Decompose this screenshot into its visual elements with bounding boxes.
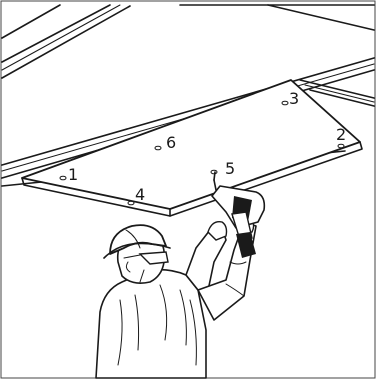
ceiling-panel [22, 80, 362, 216]
label-4: 4 [135, 185, 145, 204]
label-3: 3 [289, 89, 299, 108]
worker-figure [96, 218, 256, 378]
label-6: 6 [166, 133, 176, 152]
label-2: 2 [336, 125, 346, 144]
label-5: 5 [225, 159, 235, 178]
label-1: 1 [68, 165, 78, 184]
